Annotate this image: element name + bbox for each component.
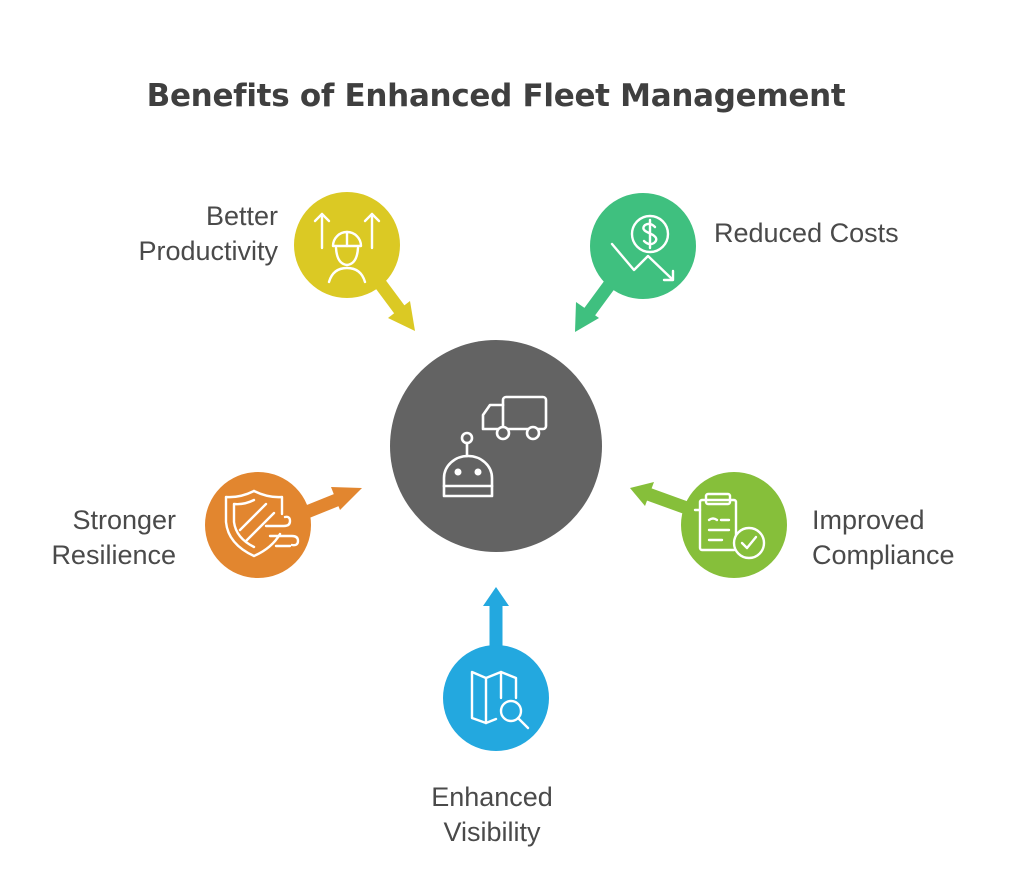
label-enhanced-visibility: Enhanced Visibility — [392, 780, 592, 850]
node-productivity — [294, 192, 415, 331]
label-line: Improved — [812, 505, 925, 535]
label-line: Better — [205, 201, 278, 231]
map-search-icon — [470, 670, 530, 730]
label-line: Visibility — [443, 817, 541, 847]
node-costs — [575, 193, 696, 332]
label-line: Compliance — [812, 540, 955, 570]
node-visibility — [443, 587, 549, 751]
node-resilience — [205, 472, 362, 578]
label-line: Stronger — [72, 505, 176, 535]
worker-arrows-icon — [313, 212, 381, 284]
dollar-decrease-icon — [610, 214, 675, 282]
label-better-productivity: Better Productivity — [100, 199, 278, 269]
label-line: Productivity — [138, 236, 278, 266]
center-circle — [390, 340, 602, 552]
label-line: Enhanced — [431, 782, 553, 812]
label-line: Reduced Costs — [714, 218, 899, 248]
label-line: Resilience — [51, 540, 176, 570]
label-improved-compliance: Improved Compliance — [812, 503, 1012, 573]
clipboard-check-icon — [693, 492, 766, 560]
label-reduced-costs: Reduced Costs — [714, 216, 974, 251]
label-stronger-resilience: Stronger Resilience — [20, 503, 176, 573]
node-compliance — [630, 472, 787, 578]
shield-wind-icon — [224, 489, 300, 558]
robot-truck-icon — [442, 395, 548, 498]
diagram-title: Benefits of Enhanced Fleet Management — [146, 78, 846, 114]
